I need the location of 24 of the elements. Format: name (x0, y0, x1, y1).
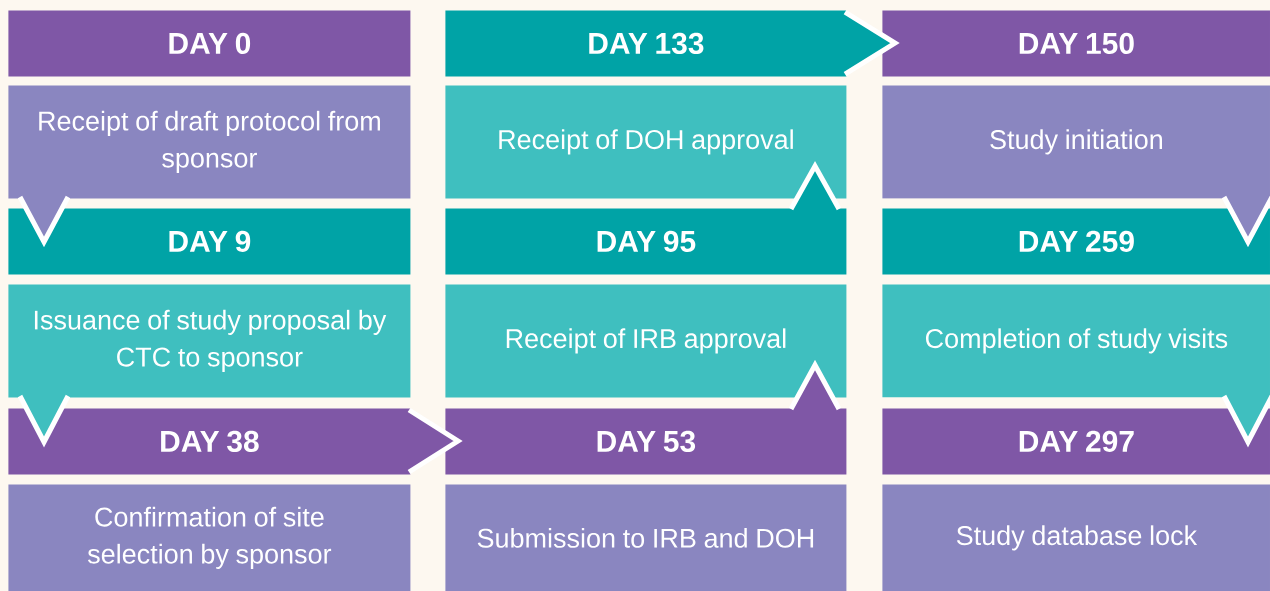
arrow (406, 407, 463, 475)
arrow (788, 359, 842, 412)
day-band: DAY 0 (8, 10, 411, 77)
arrow (1221, 394, 1270, 448)
description-box: Receipt of DOH approval (445, 85, 847, 199)
arrow (788, 160, 842, 212)
description-box: Completion of study visits (882, 284, 1270, 398)
node-label: DAY 133 (589, 32, 704, 55)
description-box: Issuance of study proposal by CTC to sponsor (8, 284, 411, 398)
description-box: Confirmation of site selection by sponsor (8, 484, 411, 591)
description-box: Study initiation (882, 85, 1270, 199)
arrow (842, 9, 900, 77)
description-box: Receipt of IRB approval (445, 284, 847, 398)
day-band: DAY 297 (882, 408, 1270, 475)
description-box: Receipt of draft protocol from sponsor (8, 85, 411, 199)
arrow (17, 194, 71, 248)
arrow (1221, 195, 1270, 248)
description-box: Submission to IRB and DOH (445, 484, 847, 591)
description-box: Study database lock (882, 484, 1270, 591)
arrow (17, 393, 71, 448)
day-band: DAY 9 (8, 208, 411, 275)
day-band: DAY 150 (882, 10, 1270, 77)
day-band: DAY 259 (882, 208, 1270, 275)
node-label: DAY 38 (161, 430, 259, 453)
